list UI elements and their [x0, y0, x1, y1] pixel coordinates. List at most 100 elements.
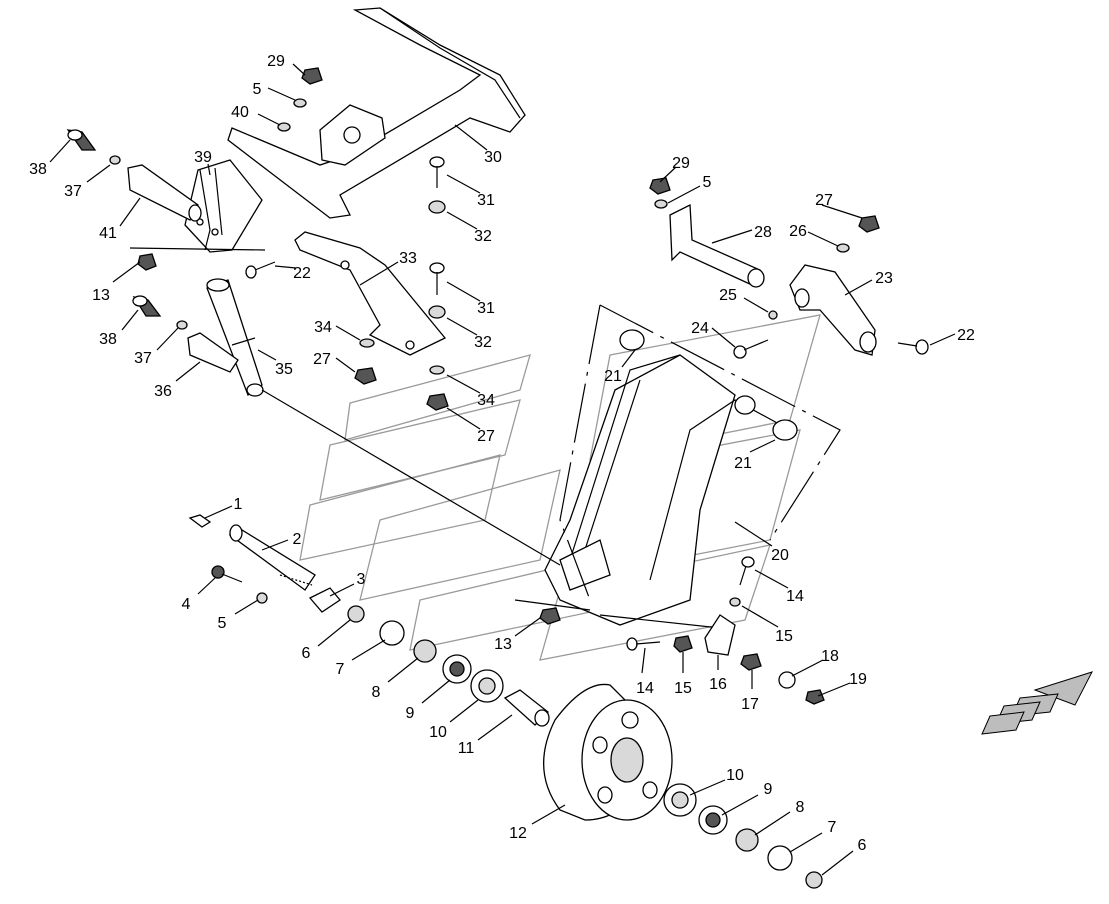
callout-label-7: 7 [828, 819, 837, 836]
callout-label-40: 40 [231, 104, 249, 121]
callout-label-21: 21 [734, 455, 752, 472]
plate-3 [308, 587, 341, 613]
leader-line-25 [743, 297, 769, 313]
callout-label-9: 9 [406, 705, 415, 722]
callout-label-27: 27 [313, 351, 331, 368]
bearing-10-left [470, 669, 504, 703]
leader-line-22 [929, 333, 956, 346]
leader-line-40 [257, 113, 281, 126]
callout-label-38: 38 [29, 161, 47, 178]
washer-40 [277, 122, 291, 132]
callout-label-27: 27 [815, 192, 833, 209]
leader-line-14 [641, 647, 646, 674]
callout-label-39: 39 [194, 149, 212, 166]
callout-label-10: 10 [429, 724, 447, 741]
nut-29-right [649, 177, 671, 195]
callout-label-23: 23 [875, 270, 893, 287]
cylinder-35 [206, 278, 264, 397]
callout-label-15: 15 [775, 628, 793, 645]
main-arm-20 [544, 329, 798, 626]
leader-line-14 [754, 569, 789, 589]
callout-label-9: 9 [764, 781, 773, 798]
leader-line-28 [711, 229, 753, 244]
callout-label-6: 6 [302, 645, 311, 662]
leader-line-32 [446, 211, 478, 230]
callout-label-37: 37 [64, 183, 82, 200]
callout-labels: 2954030393837411322313233313234273427383… [29, 53, 975, 854]
washer-8-left [413, 639, 437, 663]
callout-label-26: 26 [789, 223, 807, 240]
leader-line-7 [351, 639, 386, 661]
bolt-38-lower [132, 295, 162, 317]
leader-line-13 [514, 617, 541, 637]
callout-label-5: 5 [253, 81, 262, 98]
leader-line-6 [821, 850, 854, 876]
leader-line-22 [274, 265, 297, 269]
leader-line-30 [454, 124, 488, 151]
leader-line-7 [789, 832, 823, 853]
leader-line-2 [261, 539, 289, 551]
callout-label-14: 14 [786, 588, 804, 605]
callout-label-37: 37 [134, 350, 152, 367]
bolt-22-upper [245, 261, 276, 279]
seal-9-right [698, 805, 728, 835]
washer-8-right [735, 828, 759, 852]
washer-34-left [359, 338, 375, 348]
bracket-23 [789, 264, 877, 356]
leader-line-6 [317, 619, 351, 647]
leader-line-26 [807, 231, 839, 247]
seal-9-left [442, 654, 472, 684]
nut-13-upper [137, 253, 157, 271]
leader-line-38 [121, 309, 139, 331]
bolt-31-upper [429, 156, 445, 188]
leader-line-5 [267, 87, 296, 101]
callout-label-10: 10 [726, 767, 744, 784]
leader-line-31 [446, 281, 481, 302]
leader-line-3 [329, 583, 355, 597]
callout-label-7: 7 [336, 661, 345, 678]
leader-line-10 [449, 699, 479, 723]
callout-label-2: 2 [293, 531, 302, 548]
clamp-16 [704, 614, 736, 656]
callout-label-27: 27 [477, 428, 495, 445]
leader-line-8 [387, 657, 419, 683]
callout-label-13: 13 [494, 636, 512, 653]
washer-37-lower [176, 320, 188, 330]
bolt-14-right [739, 556, 755, 586]
bolt-31-lower [429, 262, 445, 295]
leader-line-4 [197, 577, 216, 595]
leader-line-37 [156, 327, 179, 351]
leader-line-27 [335, 357, 356, 373]
bearing-10-right [663, 783, 697, 817]
callout-label-31: 31 [477, 300, 495, 317]
callout-label-41: 41 [99, 225, 117, 242]
spacer-11 [503, 689, 550, 727]
wheel-12 [542, 683, 673, 821]
leader-line-5 [667, 185, 701, 204]
washer-25 [768, 310, 778, 320]
leader-line-1 [204, 505, 233, 519]
leader-line-33 [359, 261, 399, 286]
callout-label-8: 8 [796, 799, 805, 816]
callout-label-22: 22 [293, 265, 311, 282]
bolt-1 [188, 514, 212, 528]
leader-line-12 [531, 804, 566, 825]
callout-label-17: 17 [741, 696, 759, 713]
callout-label-29: 29 [267, 53, 285, 70]
leader-line-34 [335, 325, 361, 341]
leader-line-35 [257, 349, 277, 361]
leader-line-32 [446, 317, 478, 336]
washer-5-lower [256, 592, 268, 604]
washer-34-right [429, 365, 445, 375]
assembly-outline [129, 247, 841, 629]
leader-line-9 [721, 794, 759, 816]
leader-line-10 [689, 779, 726, 796]
callout-label-8: 8 [372, 684, 381, 701]
nut-19 [805, 689, 825, 705]
bolt-4 [211, 565, 243, 583]
bracket-33 [294, 231, 447, 356]
leader-line-11 [477, 714, 513, 741]
leader-line-18 [791, 659, 824, 677]
leader-line-29 [659, 166, 677, 183]
